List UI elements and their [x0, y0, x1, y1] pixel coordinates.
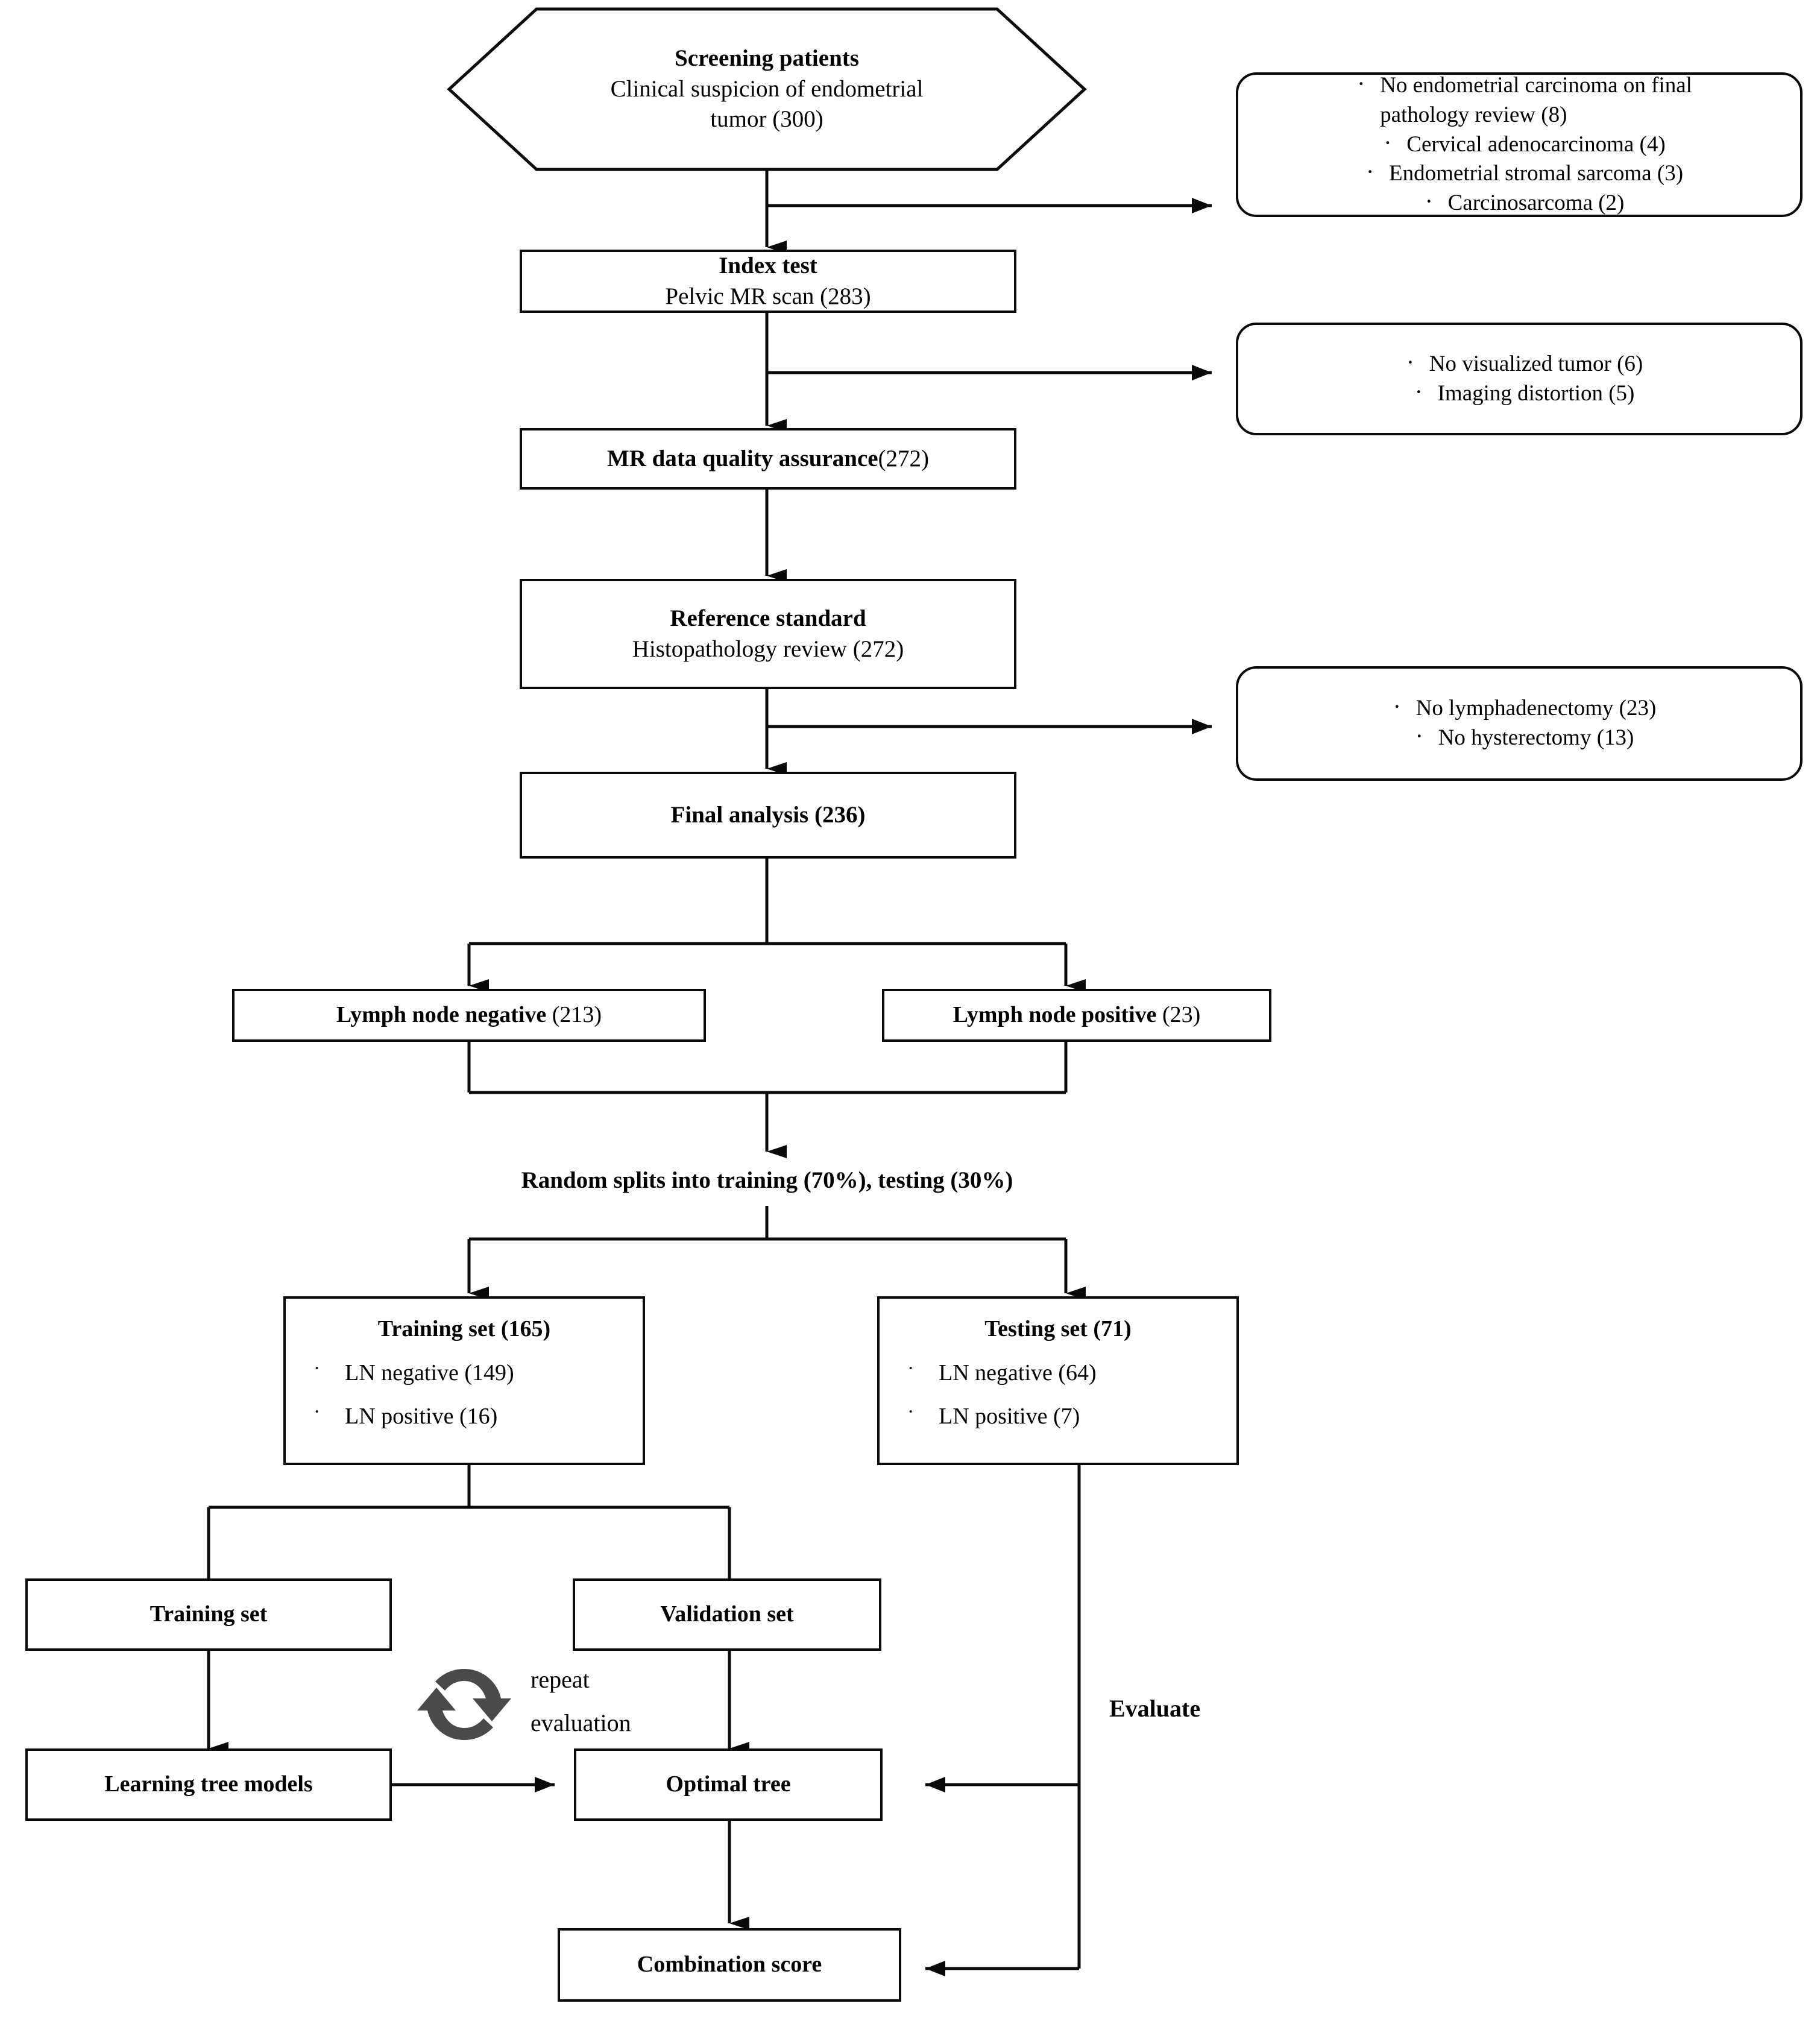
training-set-item-1: LN negative (149)	[345, 1360, 514, 1386]
mr-quality-text: MR data quality assurance(272)	[607, 444, 929, 475]
exclusion-1-item-2: Cervical adenocarcinoma (4)	[1406, 131, 1666, 157]
lymph-node-negative-box: Lymph node negative (213)	[232, 989, 706, 1042]
index-test-node: Index test Pelvic MR scan (283)	[520, 250, 1016, 313]
exclusion-box-3: · No lymphadenectomy (23) · No hysterect…	[1236, 666, 1803, 781]
screening-patients-detail-2: tumor (300)	[710, 106, 823, 133]
index-test-detail: Pelvic MR scan (283)	[665, 283, 871, 309]
exclusion-item: · No endometrial carcinoma on final path…	[1357, 71, 1692, 130]
exclusion-item: · No visualized tumor (6)	[1406, 348, 1643, 379]
list-item: · LN positive (16)	[313, 1401, 643, 1431]
lymph-node-positive-text: Lymph node positive (23)	[953, 1000, 1201, 1030]
validation-set-box: Validation set	[573, 1578, 881, 1651]
screening-patients-text: Screening patients Clinical suspicion of…	[611, 43, 924, 135]
mr-quality-node: MR data quality assurance(272)	[520, 428, 1016, 490]
testing-set-list: · LN negative (64) · LN positive (7)	[880, 1342, 1236, 1431]
validation-set-label: Validation set	[660, 1601, 794, 1627]
lymph-node-positive-count: (23)	[1162, 1002, 1201, 1028]
bullet-icon: ·	[907, 1357, 915, 1379]
learning-tree-models-box: Learning tree models	[25, 1748, 392, 1821]
reference-standard-detail: Histopathology review (272)	[632, 635, 904, 662]
final-analysis-node: Final analysis (236)	[520, 772, 1016, 859]
repeat-evaluation-line-1: repeat	[531, 1666, 590, 1693]
exclusion-1-item-4: Carcinosarcoma (2)	[1447, 191, 1625, 216]
exclusion-3-item-2: No hysterectomy (13)	[1438, 725, 1634, 750]
exclusion-1-item-1-line-1: No endometrial carcinoma on final	[1380, 72, 1692, 98]
testing-set-box: Testing set (71) · LN negative (64) · LN…	[877, 1296, 1239, 1465]
testing-set-item-1: LN negative (64)	[939, 1360, 1097, 1386]
exclusion-1-item-1-line-2: pathology review (8)	[1380, 102, 1567, 127]
screening-patients-detail-1: Clinical suspicion of endometrial	[610, 75, 924, 102]
evaluate-label: Evaluate	[1109, 1695, 1201, 1722]
bullet-icon: ·	[313, 1357, 321, 1379]
training-set-item-2: LN positive (16)	[345, 1404, 498, 1430]
reference-standard-node: Reference standard Histopathology review…	[520, 579, 1016, 689]
final-analysis-heading: Final analysis (236)	[670, 801, 866, 828]
exclusion-item: · No hysterectomy (13)	[1415, 724, 1634, 753]
mr-quality-heading: MR data quality assurance	[606, 445, 878, 471]
screening-patients-heading: Screening patients	[675, 45, 859, 71]
bullet-icon: ·	[1393, 693, 1401, 720]
learning-tree-models-label: Learning tree models	[104, 1771, 313, 1797]
index-test-heading: Index test	[719, 252, 817, 279]
bullet-icon: ·	[1365, 158, 1374, 186]
bullet-icon: ·	[1425, 188, 1433, 215]
exclusion-item: · Carcinosarcoma (2)	[1425, 189, 1625, 218]
training-set-list: · LN negative (149) · LN positive (16)	[286, 1342, 643, 1431]
lymph-node-positive-label: Lymph node positive	[953, 1002, 1157, 1028]
exclusion-item: · Imaging distortion (5)	[1415, 379, 1635, 409]
list-item: · LN positive (7)	[907, 1401, 1236, 1431]
exclusion-2-item-2: Imaging distortion (5)	[1437, 380, 1635, 406]
bullet-icon: ·	[1415, 722, 1423, 749]
lymph-node-negative-count: (213)	[552, 1002, 602, 1028]
lymph-node-positive-box: Lymph node positive (23)	[882, 989, 1271, 1042]
list-item: · LN negative (149)	[313, 1358, 643, 1388]
hexagon-shape	[447, 7, 1087, 171]
exclusion-3-item-1: No lymphadenectomy (23)	[1415, 696, 1657, 721]
bullet-icon: ·	[313, 1401, 321, 1424]
optimal-tree-label: Optimal tree	[666, 1771, 791, 1797]
repeat-evaluation-line-2: evaluation	[531, 1709, 631, 1736]
screening-patients-node: Screening patients Clinical suspicion of…	[446, 6, 1088, 172]
exclusion-1-item-3: Endometrial stromal sarcoma (3)	[1388, 161, 1684, 186]
lymph-node-negative-text: Lymph node negative (213)	[336, 1000, 602, 1030]
exclusion-item: · Cervical adenocarcinoma (4)	[1384, 130, 1665, 160]
training-set-box: Training set (165) · LN negative (149) ·…	[283, 1296, 645, 1465]
combination-score-box: Combination score	[558, 1928, 901, 2002]
exclusion-2-item-1: No visualized tumor (6)	[1429, 351, 1643, 376]
exclusion-box-2: · No visualized tumor (6) · Imaging dist…	[1236, 323, 1803, 435]
bullet-icon: ·	[1357, 69, 1365, 97]
bullet-icon: ·	[907, 1401, 915, 1424]
lymph-node-negative-label: Lymph node negative	[336, 1002, 547, 1028]
bullet-icon: ·	[1414, 377, 1423, 405]
testing-set-item-2: LN positive (7)	[939, 1404, 1080, 1430]
training-set-title: Training set (165)	[377, 1316, 551, 1342]
exclusion-item: · Endometrial stromal sarcoma (3)	[1366, 159, 1683, 189]
list-item: · LN negative (64)	[907, 1358, 1236, 1388]
bullet-icon: ·	[1384, 128, 1392, 156]
inner-training-set-box: Training set	[25, 1578, 392, 1651]
mr-quality-detail: (272)	[878, 445, 930, 471]
bullet-icon: ·	[1406, 348, 1415, 376]
random-split-label: Random splits into training (70%), testi…	[521, 1167, 1013, 1193]
inner-training-set-label: Training set	[150, 1601, 268, 1627]
exclusion-box-1: · No endometrial carcinoma on final path…	[1236, 71, 1803, 218]
circular-arrows-icon	[411, 1659, 517, 1750]
combination-score-label: Combination score	[637, 1952, 822, 1978]
exclusion-item: · No lymphadenectomy (23)	[1393, 694, 1657, 724]
optimal-tree-box: Optimal tree	[574, 1748, 883, 1821]
testing-set-title: Testing set (71)	[984, 1316, 1132, 1342]
reference-standard-heading: Reference standard	[670, 605, 866, 631]
